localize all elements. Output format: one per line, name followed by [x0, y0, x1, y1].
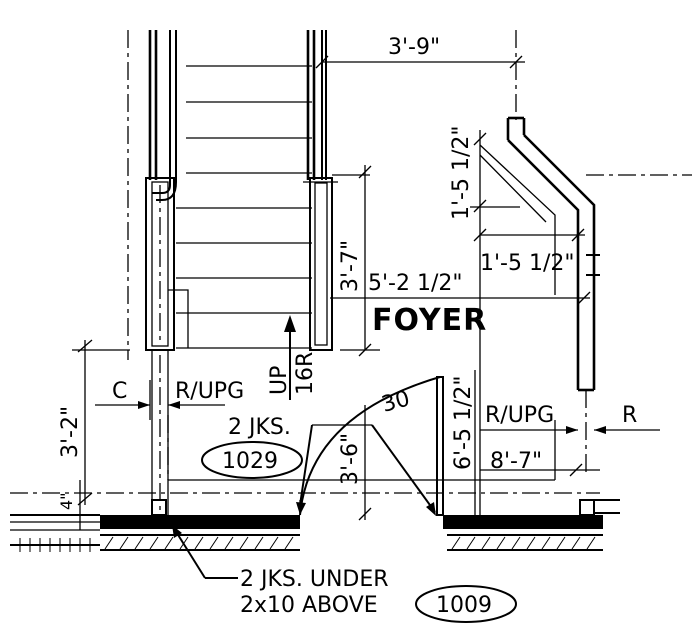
- right-bay-wall: [479, 30, 692, 475]
- header-id-tag: [415, 585, 517, 623]
- left-stair-wall: [127, 30, 177, 516]
- right-stair-wall: [303, 30, 338, 351]
- dim-8-7-label: 8'-7": [490, 449, 542, 474]
- room-name: FOYER: [372, 303, 487, 338]
- stair-up-label: UP: [267, 366, 292, 395]
- stair-treads: [168, 65, 312, 349]
- dim-3-6-label: 3'-6": [338, 433, 363, 485]
- dim-4-label: 4": [57, 492, 76, 510]
- dim-6-5-half-label: 6'-5 1/2": [451, 376, 476, 471]
- jacks-id-label: 1029: [222, 449, 278, 474]
- stair-up-arrow: [284, 315, 296, 400]
- dim-3-2-label: 3'-2": [58, 406, 83, 458]
- header-id-label: 1009: [436, 593, 492, 618]
- dim-5-2-half-label: 5'-2 1/2": [368, 271, 463, 296]
- header-above-label: 2x10 ABOVE: [240, 593, 378, 618]
- dim-1-5-half-vertical-label: 1'-5 1/2": [449, 126, 474, 221]
- dimension-lines: [72, 55, 660, 530]
- jacks-under-label: 2 JKS. UNDER: [240, 567, 389, 592]
- door-size-label: 30: [379, 386, 413, 417]
- front-wall: [10, 499, 620, 552]
- leader-lines: [172, 424, 436, 579]
- jacks-id-tag: [201, 441, 303, 479]
- r-upg-left-label: R/UPG: [175, 379, 244, 404]
- dim-r-label: R: [622, 403, 637, 428]
- r-upg-right-label: R/UPG: [485, 403, 554, 428]
- stair-risers-label: 16R: [293, 352, 318, 395]
- dim-c-label: C: [112, 379, 127, 404]
- dim-3-7-label: 3'-7": [338, 240, 363, 292]
- jacks-label: 2 JKS.: [228, 415, 291, 440]
- dim-1-5-half-horizontal-label: 1'-5 1/2": [480, 251, 575, 276]
- dim-3-9-label: 3'-9": [388, 35, 440, 60]
